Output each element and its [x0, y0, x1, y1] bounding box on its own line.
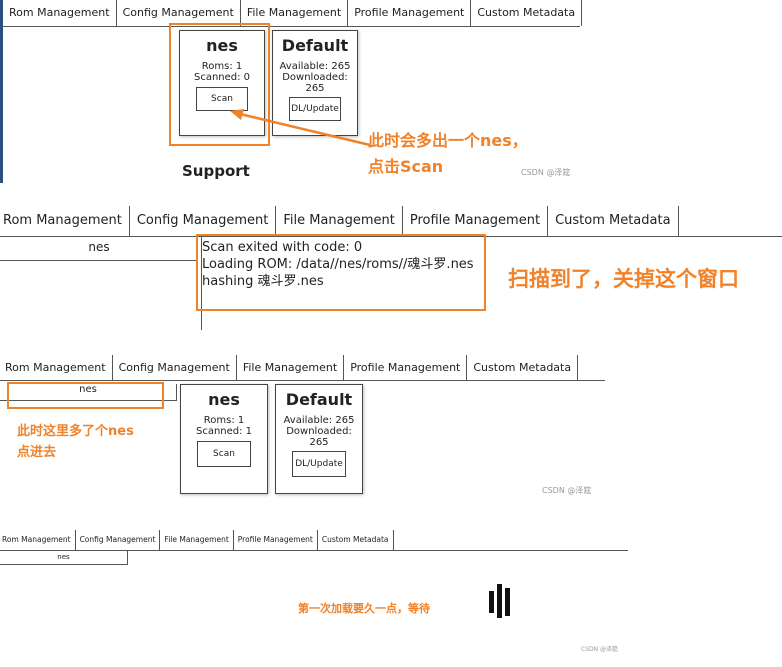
- panel-2-scan-result: Rom Management Config Management File Ma…: [0, 206, 782, 330]
- profile-card-default[interactable]: Default Available: 265 Downloaded: 265 D…: [275, 384, 363, 494]
- log-line: Loading ROM: /data//nes/roms//魂斗罗.nes: [202, 257, 474, 272]
- scan-button[interactable]: Scan: [197, 441, 251, 467]
- log-line: Scan exited with code: 0: [202, 240, 363, 255]
- available-count: Available: 265: [279, 61, 351, 72]
- tab-custom-metadata[interactable]: Custom Metadata: [318, 530, 394, 550]
- tab-config-management[interactable]: Config Management: [113, 355, 237, 380]
- platform-card-nes[interactable]: nes Roms: 1 Scanned: 0 Scan: [179, 30, 265, 136]
- tab-profile-management[interactable]: Profile Management: [234, 530, 318, 550]
- annotation-wait-loading: 第一次加载要久一点，等待: [298, 602, 430, 615]
- tab-rom-management[interactable]: Rom Management: [0, 530, 76, 550]
- platform-card-title: nes: [208, 390, 240, 409]
- tab-bar: Rom Management Config Management File Ma…: [0, 530, 408, 551]
- highlight-platform-card: [169, 23, 270, 146]
- tab-config-management[interactable]: Config Management: [117, 0, 241, 26]
- panel-1-platform-scan: Rom Management Config Management File Ma…: [0, 0, 782, 183]
- downloaded-count: 265: [305, 83, 325, 94]
- tab-bar-underline: [0, 236, 782, 237]
- annotation-close-window: 扫描到了，关掉这个窗口: [508, 267, 739, 291]
- platform-list-item-nes[interactable]: nes: [0, 240, 198, 261]
- dl-update-button[interactable]: DL/Update: [292, 451, 346, 477]
- tab-custom-metadata[interactable]: Custom Metadata: [471, 0, 583, 26]
- profile-card-default[interactable]: Default Available: 265 Downloaded: 265 D…: [272, 30, 358, 136]
- panel-3-platform-added: Rom Management Config Management File Ma…: [0, 355, 782, 503]
- tab-file-management[interactable]: File Management: [160, 530, 234, 550]
- tab-config-management[interactable]: Config Management: [130, 206, 277, 236]
- tab-rom-management[interactable]: Rom Management: [0, 206, 130, 236]
- highlight-platform-list-item: [7, 382, 164, 409]
- downloaded-count: 265: [309, 437, 329, 448]
- tab-bar: Rom Management Config Management File Ma…: [0, 355, 605, 381]
- platform-card-title: nes: [206, 36, 238, 55]
- roms-count: Roms: 1: [201, 61, 243, 72]
- tab-rom-management[interactable]: Rom Management: [3, 0, 117, 26]
- platform-list-item-nes[interactable]: nes: [0, 384, 177, 401]
- tab-file-management[interactable]: File Management: [237, 355, 345, 380]
- tab-config-management[interactable]: Config Management: [76, 530, 161, 550]
- scanned-count: Scanned: 1: [195, 426, 253, 437]
- profile-card-title: Default: [285, 390, 353, 409]
- available-count: Available: 265: [283, 415, 355, 426]
- tab-profile-management[interactable]: Profile Management: [403, 206, 549, 236]
- spinner-bar: [497, 584, 502, 618]
- log-divider: [201, 237, 202, 330]
- left-edge-bar: [0, 0, 3, 183]
- spinner-bar: [505, 588, 510, 616]
- tab-profile-management[interactable]: Profile Management: [344, 355, 468, 380]
- tab-bar: Rom Management Config Management File Ma…: [0, 206, 679, 236]
- tab-bar: Rom Management Config Management File Ma…: [3, 0, 583, 27]
- annotation-click-scan-line1: 此时会多出一个nes，: [368, 131, 528, 150]
- tab-profile-management[interactable]: Profile Management: [348, 0, 472, 26]
- loading-spinner-icon: [489, 584, 511, 618]
- roms-count: Roms: 1: [203, 415, 245, 426]
- panel-4-loading: Rom Management Config Management File Ma…: [0, 530, 782, 667]
- profile-card-title: Default: [281, 36, 349, 55]
- annotation-click-in-line2: 点进去: [17, 445, 57, 460]
- scanned-count: Scanned: 0: [193, 72, 251, 83]
- tab-custom-metadata[interactable]: Custom Metadata: [467, 355, 579, 380]
- watermark: CSDN @泽筵: [581, 646, 619, 653]
- section-title-support: Support: [182, 162, 250, 180]
- platform-card-nes[interactable]: nes Roms: 1 Scanned: 1 Scan: [180, 384, 268, 494]
- platform-list-item-nes[interactable]: nes: [0, 551, 128, 565]
- tab-file-management[interactable]: File Management: [276, 206, 403, 236]
- watermark: CSDN @泽筵: [542, 486, 592, 495]
- dl-update-button[interactable]: DL/Update: [289, 97, 341, 121]
- scan-button[interactable]: Scan: [196, 87, 248, 111]
- tab-custom-metadata[interactable]: Custom Metadata: [548, 206, 679, 236]
- spinner-bar: [489, 591, 494, 613]
- tab-bar-underline: [408, 550, 628, 551]
- downloaded-label: Downloaded:: [282, 72, 348, 83]
- scan-log: Scan exited with code: 0 Loading ROM: /d…: [202, 239, 474, 290]
- watermark: CSDN @泽筵: [521, 168, 571, 177]
- downloaded-label: Downloaded:: [286, 426, 352, 437]
- tab-file-management[interactable]: File Management: [241, 0, 349, 26]
- log-line: hashing 魂斗罗.nes: [202, 274, 324, 289]
- annotation-click-in-line1: 此时这里多了个nes: [17, 424, 134, 439]
- highlight-scan-log: [196, 234, 486, 311]
- tab-rom-management[interactable]: Rom Management: [0, 355, 113, 380]
- annotation-click-scan-line2: 点击Scan: [368, 157, 444, 176]
